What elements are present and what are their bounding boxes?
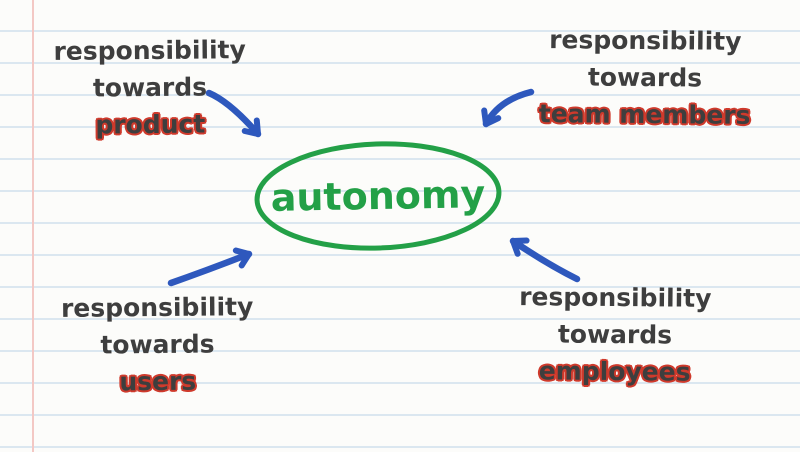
arrow-bottom-left [167,247,253,287]
center-node-autonomy: autonomy [260,172,497,220]
arrow-bottom-right [509,237,581,283]
arrow-top-left [205,89,262,138]
node-top-left-product: responsibility towards product [30,31,271,144]
node-top-right-team-members: responsibility towards team members [520,21,771,134]
node-bottom-right-employees: responsibility towards employees [495,278,736,391]
node-emphasis: team members [538,99,751,130]
node-line: towards [92,72,208,103]
node-emphasis: users [119,366,197,397]
node-line: responsibility [53,35,246,66]
node-line: towards [100,329,215,360]
node-emphasis: employees [538,356,691,387]
arrow-top-right [481,88,535,128]
node-line: responsibility [549,25,742,56]
center-node-label: autonomy [270,172,486,220]
node-line: towards [587,62,703,93]
node-bottom-left-users: responsibility towards users [40,288,276,401]
node-line: responsibility [60,292,254,323]
node-emphasis: product [95,109,206,140]
node-line: towards [557,319,673,350]
center-oval [254,141,502,251]
node-line: responsibility [519,282,712,313]
